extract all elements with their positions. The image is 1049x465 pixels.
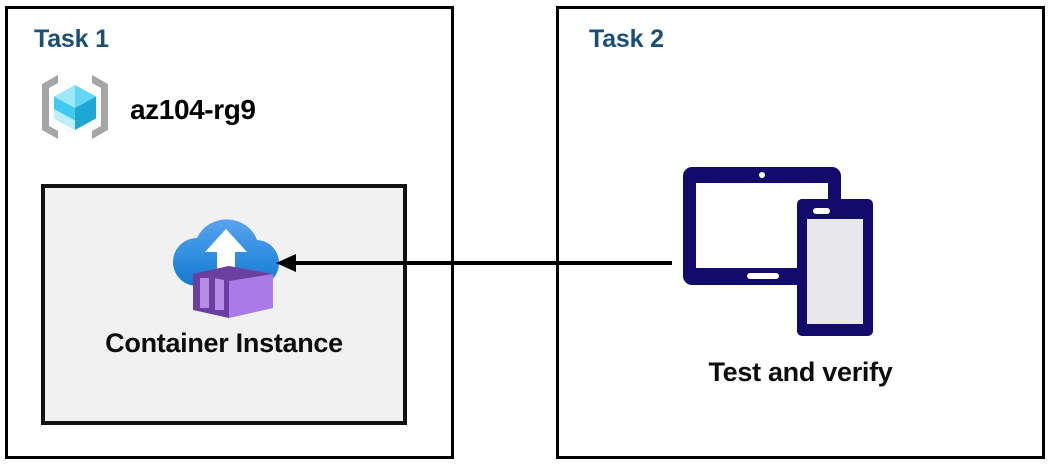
tablet-and-phone-devices-icon: [681, 163, 911, 348]
task-2-title: Task 2: [589, 25, 664, 53]
resource-group-row: az104-rg9: [36, 71, 256, 148]
azure-container-instance-icon: [169, 204, 280, 327]
azure-resource-group-icon: [36, 71, 114, 148]
container-instance-box: Container Instance: [41, 184, 407, 425]
task-1-panel: Task 1: [5, 6, 454, 459]
task-2-panel: Task 2 Test and verify: [556, 6, 1045, 459]
resource-group-name: az104-rg9: [130, 93, 256, 125]
test-and-verify-label: Test and verify: [708, 357, 893, 387]
container-instance-label: Container Instance: [105, 328, 343, 358]
task-1-title: Task 1: [34, 25, 109, 53]
